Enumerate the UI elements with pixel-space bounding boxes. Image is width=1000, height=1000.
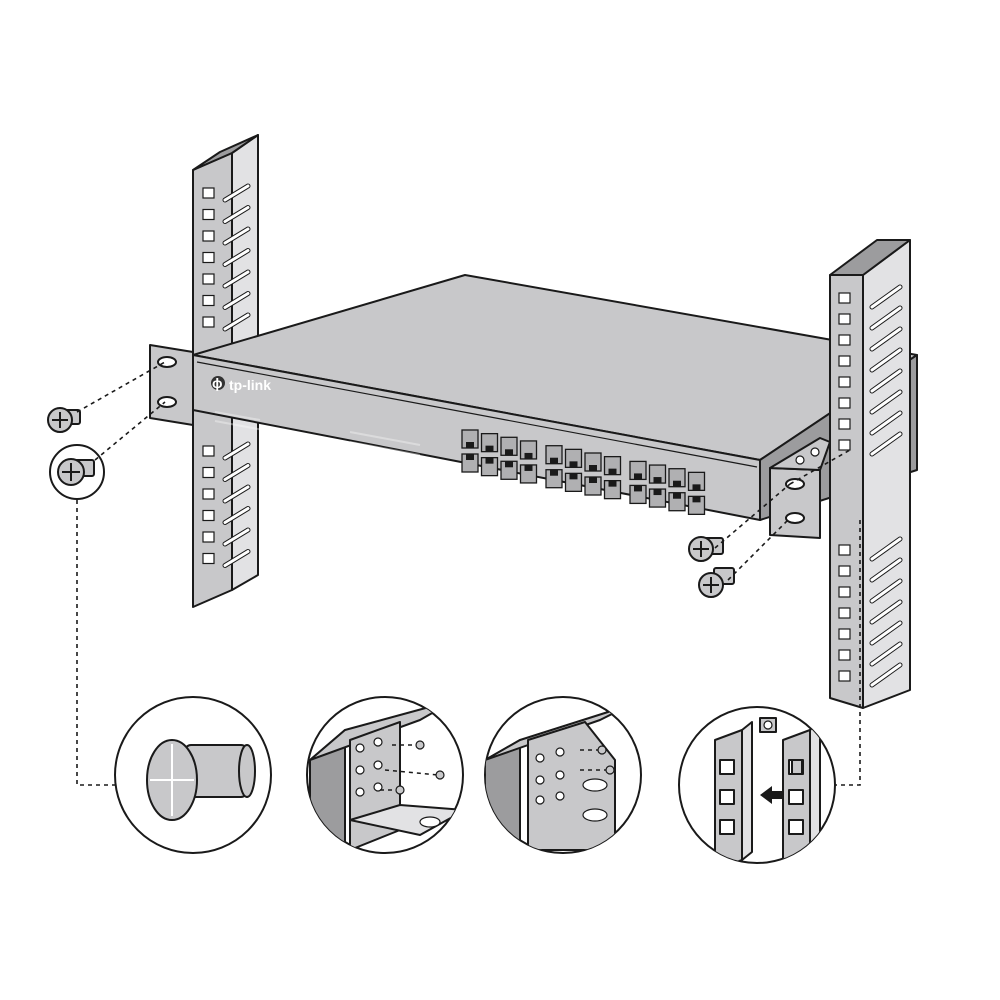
rail-square-hole [202,316,215,328]
left-rack-rail [192,134,259,608]
detail-screw-closeup [114,696,272,854]
screw-left-lower-highlight [49,444,105,500]
svg-text:ϕ: ϕ [212,375,223,391]
rail-square-hole [838,376,851,388]
bracket-hole [555,747,565,757]
rail-square-hole [202,208,215,221]
right-mounting-bracket [769,437,831,539]
rail-square-hole [838,418,851,430]
rail-square-hole [202,251,215,264]
rail-square-hole [838,565,851,577]
rail-square-hole [838,355,851,367]
rail-square-hole [202,273,215,285]
rail-square-hole [838,292,851,304]
rail-square-hole [838,649,851,661]
rail-square-hole [838,313,851,325]
screw-right-lower [698,567,735,598]
rail-square-hole [838,439,851,451]
rail-square-hole [202,445,215,457]
rail-square-hole [202,509,215,522]
bracket-hole [355,743,365,753]
ethernet-port-block [461,429,706,516]
rail-square-hole [202,294,215,307]
rail-square-hole [202,187,215,199]
rail-square-hole [202,488,215,500]
rail-square-hole [838,397,851,409]
rail-square-hole [838,670,851,682]
left-mounting-bracket [149,344,194,426]
bracket-hole [535,753,545,763]
bracket-hole [555,791,565,801]
guide-lines [76,361,861,786]
bracket-hole [535,795,545,805]
bracket-hole [535,775,545,785]
rail-square-hole [202,531,215,543]
rail-square-hole [202,230,215,242]
rail-square-hole [838,544,851,556]
bracket-hole [555,770,565,780]
rail-square-hole [202,466,215,479]
screw-right-upper [688,536,724,562]
detail-cage-nut-insertion [678,706,836,864]
screw-left-upper [47,407,81,433]
bracket-hole [355,787,365,797]
brand-logo-text: tp-link [229,377,271,393]
rail-square-hole [838,586,851,598]
network-switch: ϕ tp-link [149,274,918,539]
detail-bracket-screws-left [306,696,464,854]
bracket-hole [355,765,365,775]
rail-square-hole [838,334,851,346]
bracket-hole [373,782,383,792]
rail-square-hole [838,628,851,640]
detail-bracket-screws-right [484,696,642,854]
bracket-hole [373,737,383,747]
tp-link-logo: ϕ tp-link [211,375,271,393]
right-rack-rail [829,239,911,709]
front-panel-labels [214,411,421,456]
bracket-hole [373,760,383,770]
rail-square-hole [202,552,215,565]
rail-square-hole [838,607,851,619]
